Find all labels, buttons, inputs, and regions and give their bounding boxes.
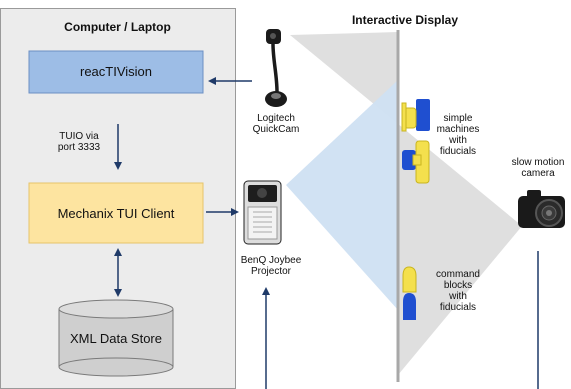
- command-blocks-line1: command: [436, 269, 480, 280]
- slow-motion-camera-label: slow motion camera: [506, 157, 570, 179]
- simple-machines-line2: machines: [436, 124, 480, 135]
- data-store-label: XML Data Store: [69, 331, 162, 346]
- projector-label: BenQ Joybee Projector: [236, 255, 306, 277]
- projector-icon: [243, 180, 282, 245]
- webcam-icon: [265, 29, 287, 107]
- panel-title: Computer / Laptop: [64, 20, 171, 34]
- slow-motion-line1: slow motion: [511, 157, 565, 168]
- webcam-label: Logitech QuickCam: [247, 113, 305, 135]
- tui-client-label: Mechanix TUI Client: [57, 206, 175, 221]
- data-store-cylinder: [58, 299, 174, 377]
- webcam-label-line1: Logitech: [257, 113, 295, 124]
- projector-label-line2: Projector: [250, 266, 291, 277]
- command-blocks: [402, 266, 417, 320]
- tuio-label: TUIO via port 3333: [44, 131, 114, 153]
- simple-machines-line3: with: [449, 135, 467, 146]
- slow-motion-line2: camera: [521, 168, 555, 179]
- reactivision-box: [28, 50, 204, 94]
- command-blocks-line2: blocks: [443, 280, 473, 291]
- camera-icon: [518, 190, 565, 228]
- tuio-label-line2: port 3333: [57, 142, 101, 153]
- projector-label-line1: BenQ Joybee: [240, 255, 302, 266]
- reactivision-label: reacTIVision: [79, 64, 152, 79]
- webcam-label-line2: QuickCam: [252, 124, 300, 135]
- display-title: Interactive Display: [351, 13, 459, 27]
- projector-beam: [286, 80, 398, 310]
- command-blocks-line3: with: [449, 291, 467, 302]
- simple-machines-line1: simple: [443, 113, 473, 124]
- simple-machines-blocks: [401, 99, 430, 184]
- command-blocks-label: command blocks with fiducials: [430, 269, 486, 313]
- camera-field-of-view: [290, 32, 522, 375]
- tuio-label-line1: TUIO via: [59, 131, 99, 142]
- simple-machines-line4: fiducials: [439, 146, 477, 157]
- command-blocks-line4: fiducials: [439, 302, 477, 313]
- simple-machines-label: simple machines with fiducials: [430, 113, 486, 157]
- tui-client-box: [28, 182, 204, 244]
